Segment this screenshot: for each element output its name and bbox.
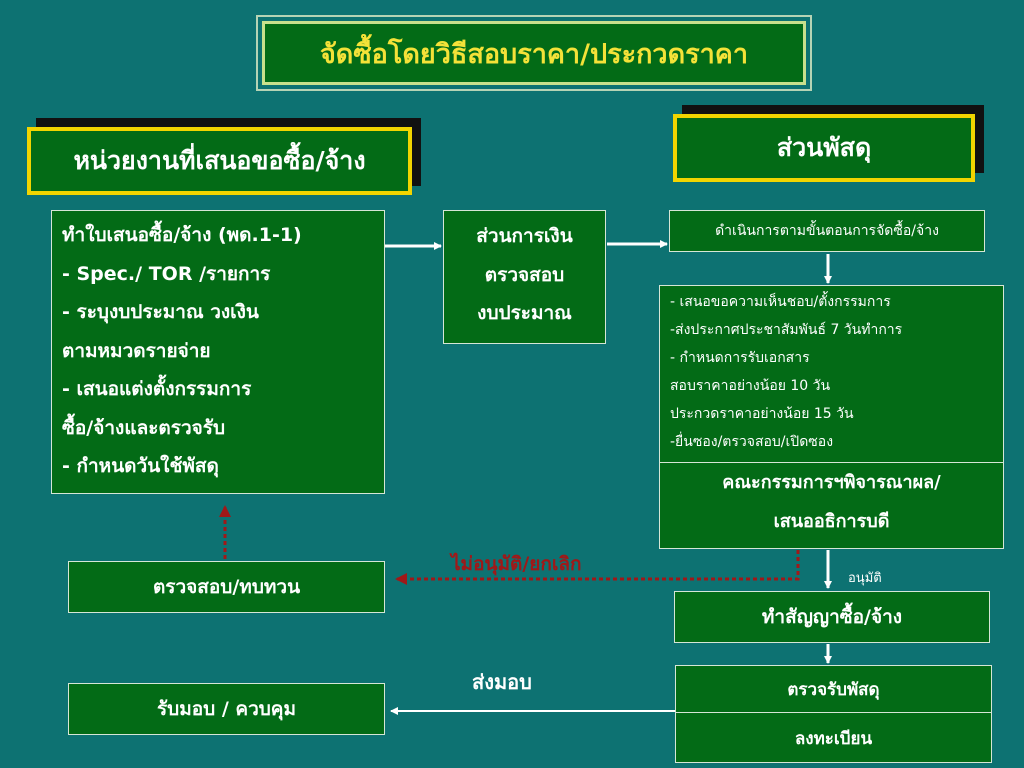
committee-line: เสนออธิการบดี: [773, 510, 890, 532]
requesting-line: - Spec./ TOR /รายการ: [62, 262, 271, 285]
title-frame: จัดซื้อโดยวิธีสอบราคา/ประกวดราคา: [256, 15, 812, 91]
procedure-box: - เสนอขอความเห็นชอบ/ตั้งกรรมการ -ส่งประก…: [659, 285, 1004, 549]
requesting-unit-box: ทำใบเสนอซื้อ/จ้าง (พด.1-1) - Spec./ TOR …: [51, 210, 385, 494]
procedure-steps: - เสนอขอความเห็นชอบ/ตั้งกรรมการ -ส่งประก…: [660, 286, 1003, 462]
procedure-step: - กำหนดการรับเอกสาร: [670, 350, 810, 366]
procedure-step: -ยื่นซอง/ตรวจสอบ/เปิดซอง: [670, 434, 834, 450]
finance-line: งบประมาณ: [477, 302, 572, 324]
contract-box: ทำสัญญาซื้อ/จ้าง: [674, 591, 990, 643]
procedure-step: สอบราคาอย่างน้อย 10 วัน: [670, 378, 831, 394]
requesting-unit-header: หน่วยงานที่เสนอขอซื้อ/จ้าง: [27, 127, 412, 195]
inspection-divider: [676, 712, 991, 713]
procedure-step: - เสนอขอความเห็นชอบ/ตั้งกรรมการ: [670, 294, 891, 310]
deliver-label: ส่งมอบ: [472, 670, 532, 694]
committee-line: คณะกรรมการฯพิจารณาผล/: [722, 472, 941, 493]
finance-line: ตรวจสอบ: [484, 263, 565, 286]
receive-box: รับมอบ / ควบคุม: [68, 683, 385, 735]
review-box: ตรวจสอบ/ทบทวน: [68, 561, 385, 613]
supply-header: ส่วนพัสดุ: [673, 114, 975, 182]
inspection-box: ตรวจรับพัสดุ ลงทะเบียน: [675, 665, 992, 763]
procurement-process-box: ดำเนินการตามขั้นตอนการจัดซื้อ/จ้าง: [669, 210, 985, 252]
requesting-line: ซื้อ/จ้างและตรวจรับ: [62, 416, 226, 439]
requesting-line: - กำหนดวันใช้พัสดุ: [62, 455, 219, 477]
procedure-step: ประกวดราคาอย่างน้อย 15 วัน: [670, 406, 854, 422]
finance-box: ส่วนการเงิน ตรวจสอบ งบประมาณ: [443, 210, 606, 344]
procedure-divider: [660, 462, 1003, 463]
committee-section: คณะกรรมการฯพิจารณาผล/ เสนออธิการบดี: [660, 463, 1003, 541]
requesting-line: - ระบุงบประมาณ วงเงิน: [62, 301, 259, 323]
requesting-line: - เสนอแต่งตั้งกรรมการ: [62, 378, 252, 400]
approved-label: อนุมัติ: [848, 571, 882, 586]
not-approved-label: ไม่อนุมัติ/ยกเลิก: [451, 553, 582, 575]
inspect-label: ตรวจรับพัสดุ: [787, 679, 880, 700]
requesting-line: ทำใบเสนอซื้อ/จ้าง (พด.1-1): [62, 224, 302, 246]
requesting-line: ตามหมวดรายจ่าย: [62, 339, 211, 362]
register-label: ลงทะเบียน: [794, 728, 873, 749]
page-title: จัดซื้อโดยวิธีสอบราคา/ประกวดราคา: [262, 21, 806, 85]
finance-line: ส่วนการเงิน: [476, 225, 573, 247]
arrow-not-approved: [395, 550, 800, 585]
procedure-step: -ส่งประกาศประชาสัมพันธ์ 7 วันทำการ: [670, 322, 903, 338]
